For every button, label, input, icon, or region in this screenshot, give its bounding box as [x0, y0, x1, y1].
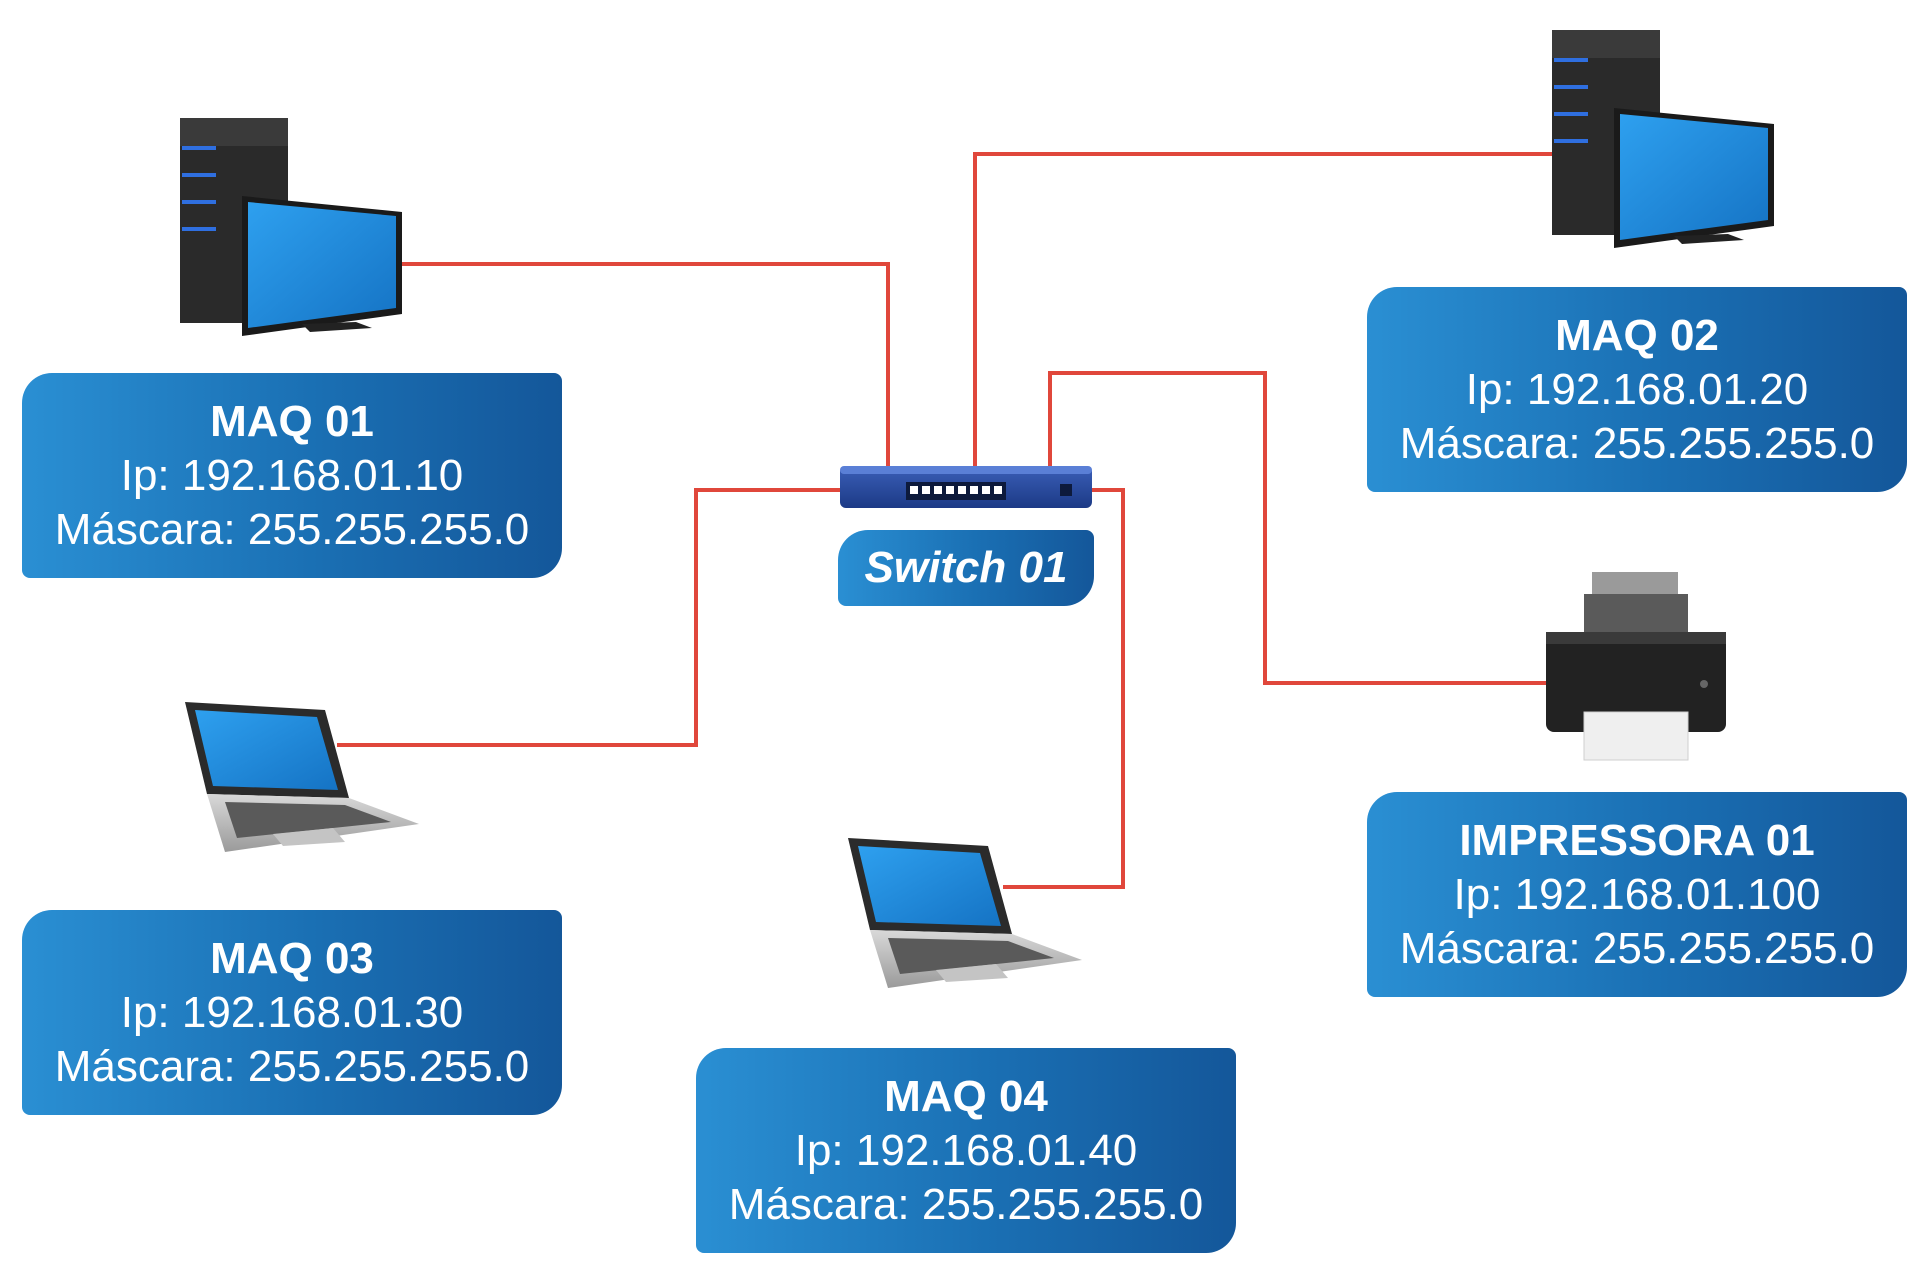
link-maq03 [337, 488, 840, 747]
device-ip: Ip: 192.168.01.40 [794, 1125, 1138, 1175]
device-mask: Máscara: 255.255.255.0 [54, 504, 530, 554]
device-card-maq01: MAQ 01 Ip: 192.168.01.10 Máscara: 255.25… [22, 373, 562, 578]
device-name: IMPRESSORA 01 [1459, 815, 1815, 865]
switch-label: Switch 01 [864, 543, 1068, 592]
device-mask: Máscara: 255.255.255.0 [1399, 923, 1875, 973]
laptop-icon [848, 838, 1082, 988]
switch-label-card: Switch 01 [838, 530, 1094, 606]
device-mask: Máscara: 255.255.255.0 [54, 1041, 530, 1091]
device-ip: Ip: 192.168.01.10 [120, 450, 464, 500]
device-card-maq04: MAQ 04 Ip: 192.168.01.40 Máscara: 255.25… [696, 1048, 1236, 1253]
device-mask: Máscara: 255.255.255.0 [1399, 418, 1875, 468]
device-name: MAQ 02 [1555, 310, 1719, 360]
device-name: MAQ 03 [210, 933, 374, 983]
link-imp01 [1048, 371, 1546, 685]
desktop-computer-icon [1552, 30, 1774, 248]
link-maq01 [400, 262, 890, 466]
device-card-maq03: MAQ 03 Ip: 192.168.01.30 Máscara: 255.25… [22, 910, 562, 1115]
link-maq04 [1003, 488, 1125, 889]
laptop-icon [185, 702, 419, 852]
device-card-maq02: MAQ 02 Ip: 192.168.01.20 Máscara: 255.25… [1367, 287, 1907, 492]
device-mask: Máscara: 255.255.255.0 [728, 1179, 1204, 1229]
desktop-computer-icon [180, 118, 402, 336]
network-switch-icon [840, 466, 1092, 508]
device-name: MAQ 01 [210, 396, 374, 446]
device-name: MAQ 04 [884, 1071, 1048, 1121]
device-ip: Ip: 192.168.01.20 [1465, 364, 1809, 414]
connection-lines [337, 152, 1553, 889]
printer-icon [1546, 572, 1726, 761]
device-ip: Ip: 192.168.01.100 [1453, 869, 1821, 919]
device-card-impressora01: IMPRESSORA 01 Ip: 192.168.01.100 Máscara… [1367, 792, 1907, 997]
link-maq02 [973, 152, 1553, 466]
device-ip: Ip: 192.168.01.30 [120, 987, 464, 1037]
